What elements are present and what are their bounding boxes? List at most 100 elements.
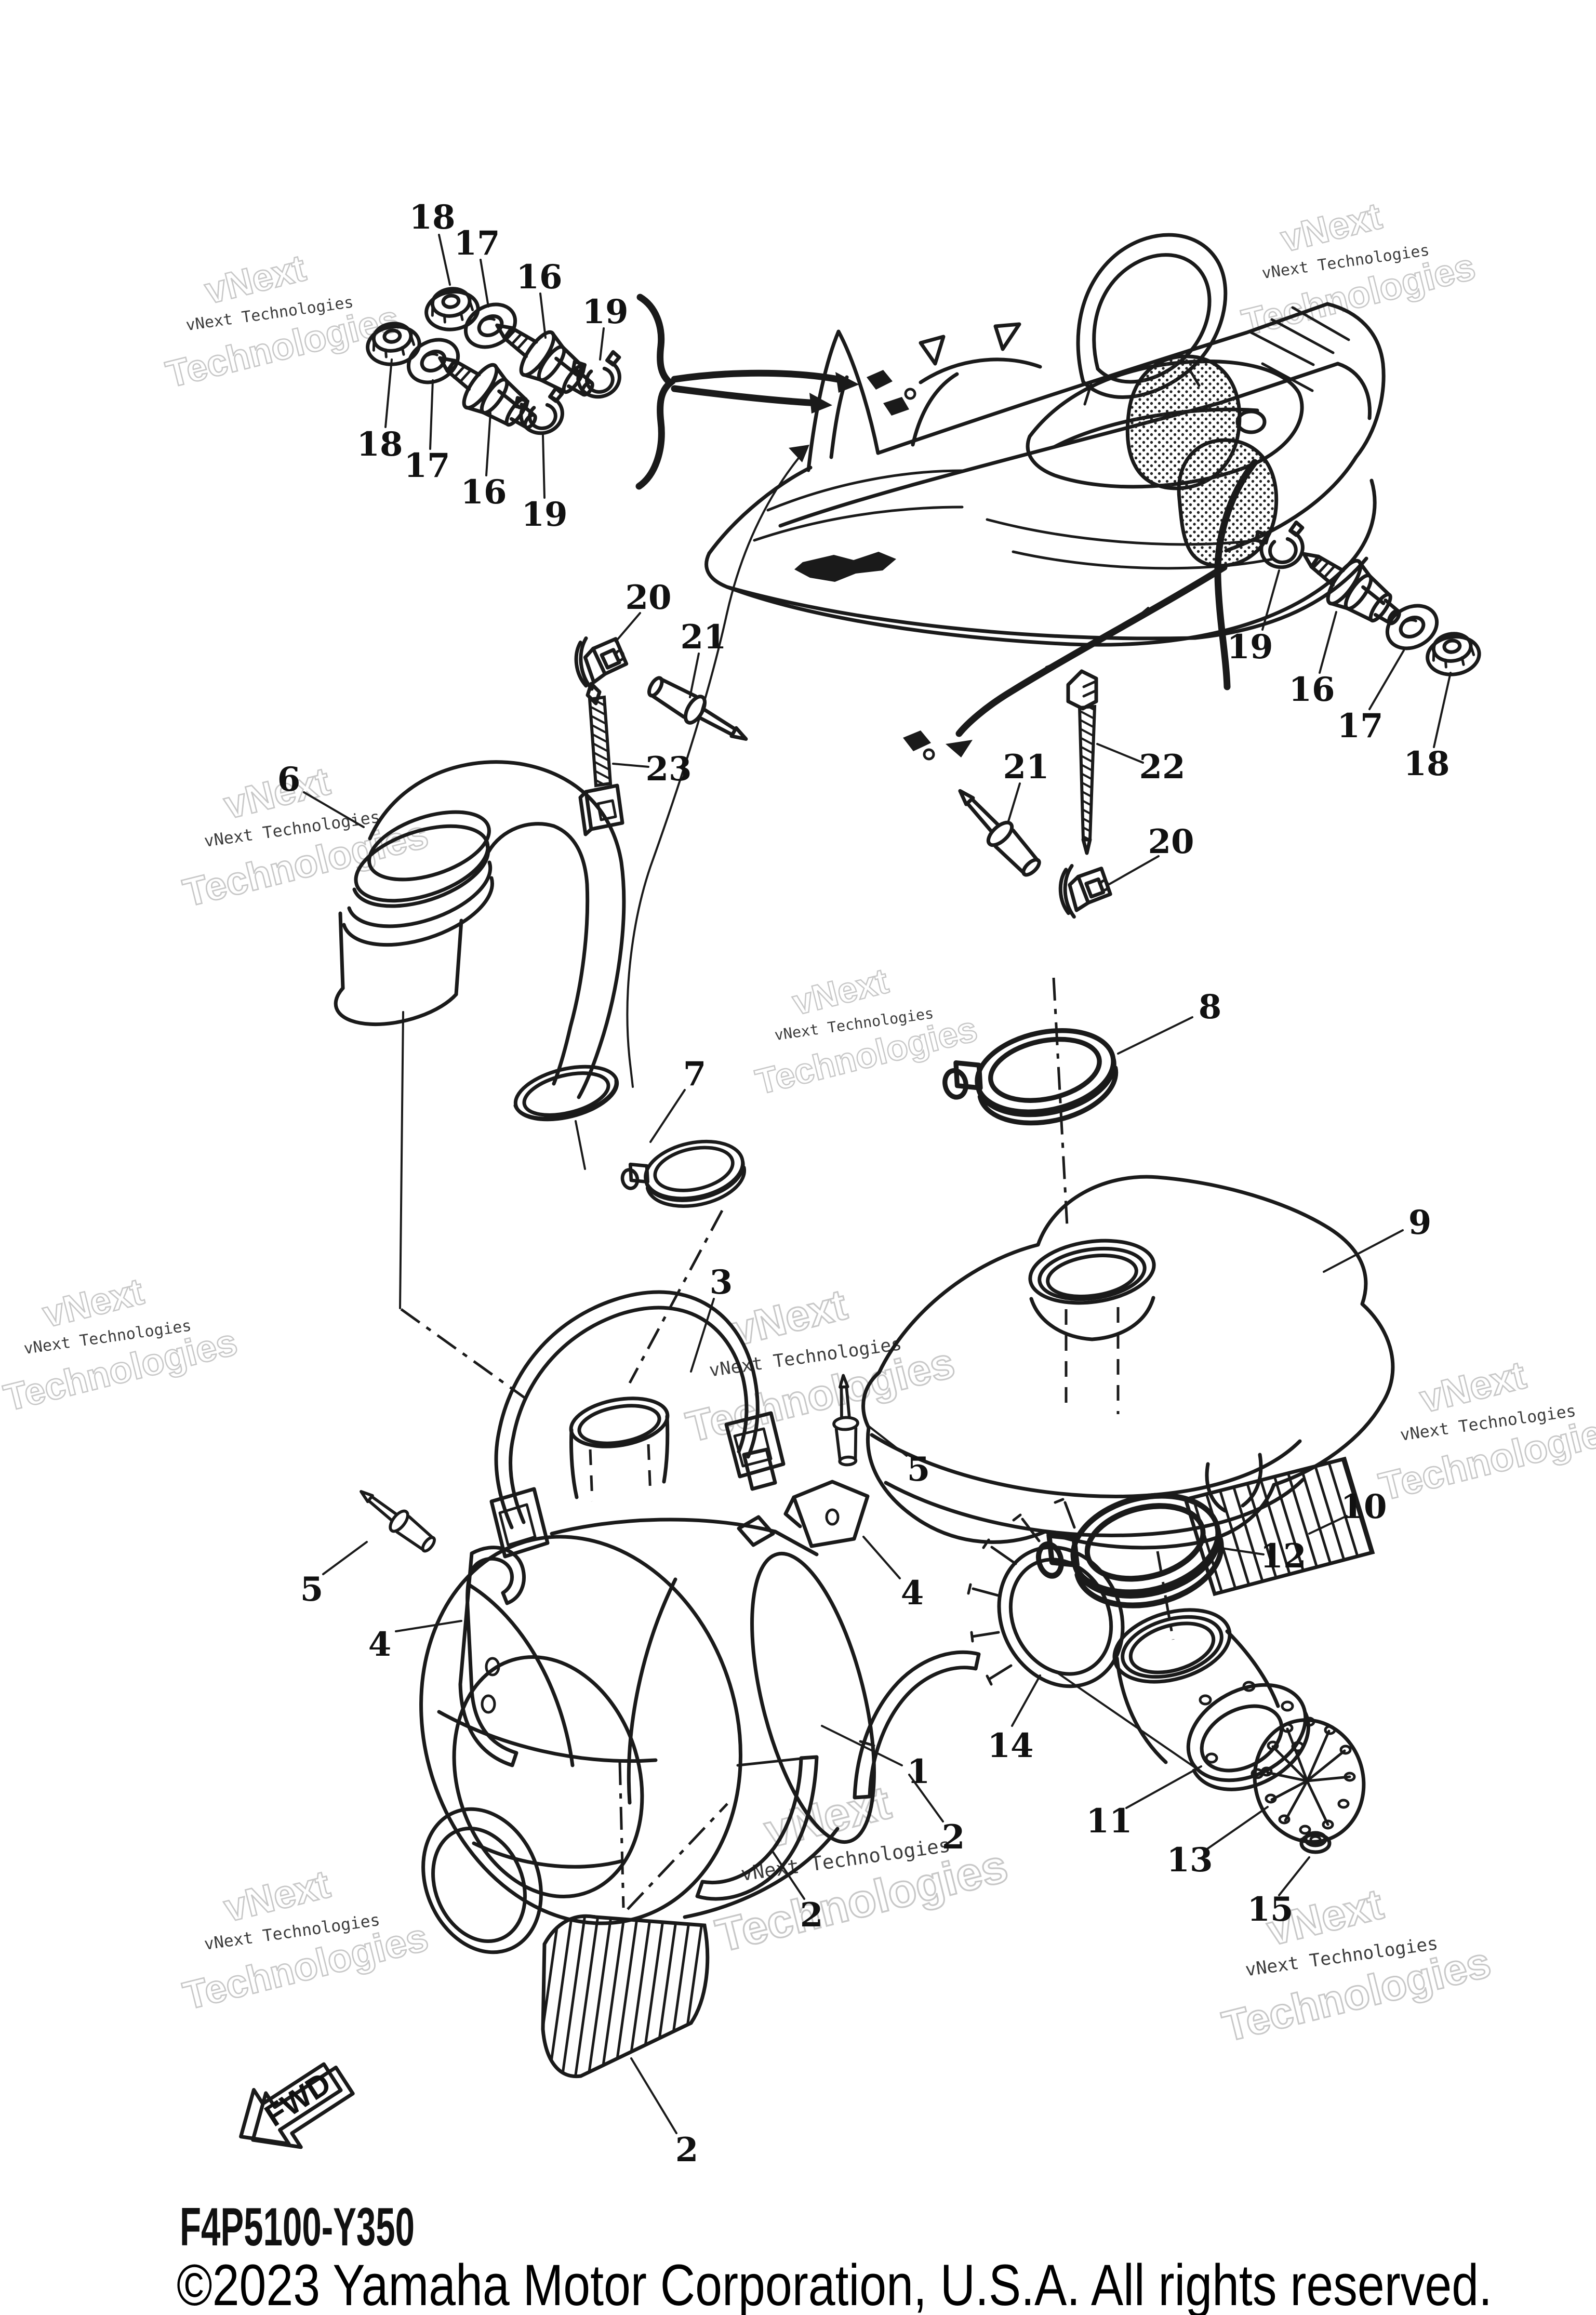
leader-brace-right: [946, 459, 1258, 757]
part-cabletie-23: [578, 682, 624, 836]
part-exhaust-pipe-6: [334, 760, 626, 1309]
part-clamp-20b: [1058, 862, 1112, 917]
callout-17: 17: [404, 446, 450, 485]
axis-line: [628, 1209, 724, 1384]
leader-line: [1125, 1765, 1202, 1809]
leader-line: [612, 763, 649, 768]
part-nut-18c: [1425, 630, 1482, 677]
leader-line: [866, 1423, 908, 1457]
callout-19: 19: [1227, 628, 1273, 667]
callout-3: 3: [710, 1263, 733, 1302]
part-nut-18a: [423, 285, 481, 332]
leader-line: [1117, 1016, 1193, 1055]
part-bolt-16c: [1289, 533, 1412, 640]
callout-4: 4: [368, 1625, 392, 1664]
callout-11: 11: [1086, 1802, 1132, 1841]
axis-line: [1052, 977, 1069, 1227]
callout-20: 20: [625, 578, 671, 617]
callout-19: 19: [582, 292, 628, 331]
callout-21: 21: [680, 618, 726, 657]
leader-line: [1308, 1515, 1348, 1535]
leader-line: [690, 1298, 715, 1373]
callout-10: 10: [1340, 1487, 1387, 1526]
leader-brace-left: [635, 294, 859, 490]
callout-17: 17: [1337, 707, 1383, 746]
axis-line: [400, 1308, 527, 1400]
leader-line: [649, 1089, 686, 1143]
callout-5: 5: [300, 1570, 324, 1609]
callout-4: 4: [901, 1574, 924, 1613]
leader-line: [1323, 1229, 1404, 1273]
callout-5: 5: [907, 1450, 930, 1489]
leader-line: [1011, 1674, 1041, 1727]
leader-line: [542, 434, 546, 499]
leader-line: [689, 653, 700, 698]
diagram-code: F4P5100-Y350: [180, 2197, 415, 2257]
leader-line: [438, 234, 451, 286]
part-deflector-2b: [853, 1650, 981, 1800]
leader-line: [1205, 1806, 1269, 1851]
part-rivet-21b: [949, 781, 1045, 881]
axis-line: [627, 1803, 728, 1910]
part-muffler-1: [419, 1396, 876, 1954]
leader-line: [1278, 1856, 1310, 1896]
leader-line: [821, 1725, 903, 1766]
leader-line: [1108, 855, 1160, 885]
axis-line: [1156, 1551, 1175, 1640]
callout-18: 18: [409, 198, 455, 237]
callout-12: 12: [1260, 1537, 1306, 1576]
callout-2: 2: [942, 1818, 965, 1857]
leader-line: [599, 327, 605, 361]
callout-18: 18: [356, 425, 403, 464]
part-cabletie-22: [1066, 669, 1098, 855]
callout-18: 18: [1403, 744, 1449, 783]
callout-16: 16: [516, 258, 562, 297]
leader-line: [480, 259, 489, 308]
part-bracket-4-left: [458, 1546, 526, 1767]
artwork-layer: FWD F4P5100-Y350: [180, 233, 1482, 2257]
part-rivet-5-left: [354, 1482, 439, 1556]
leader-line: [322, 1541, 368, 1575]
leader-line: [1261, 569, 1280, 631]
part-clamp-7: [575, 1120, 750, 1219]
leader-line: [771, 1850, 805, 1900]
leader-line: [630, 2057, 677, 2134]
routing-curve-right: [1045, 607, 1149, 668]
callout-13: 13: [1166, 1841, 1213, 1880]
callout-20: 20: [1148, 822, 1194, 861]
callout-22: 22: [1139, 748, 1185, 787]
leader-line: [395, 1620, 462, 1632]
part-mat-2: [541, 1914, 710, 2079]
leader-line: [1096, 743, 1144, 764]
leader-line: [1433, 672, 1452, 748]
leader-line: [485, 412, 491, 476]
part-deflector-2a: [695, 1755, 819, 1901]
leader-line: [1214, 1546, 1265, 1555]
callout-6: 6: [277, 760, 301, 799]
leader-line: [1368, 649, 1405, 710]
part-elbow-11: [1112, 1608, 1310, 1791]
callout-21: 21: [1003, 748, 1049, 787]
callout-2: 2: [800, 1896, 823, 1935]
axis-line: [618, 1762, 625, 1908]
copyright-line: ©2023 Yamaha Motor Corporation, U.S.A. A…: [177, 2253, 1492, 2315]
callout-16: 16: [460, 473, 507, 512]
part-clamp-20a: [573, 632, 630, 691]
callout-17: 17: [454, 224, 500, 263]
callout-8: 8: [1199, 988, 1222, 1027]
leader-line: [908, 1774, 944, 1822]
callout-16: 16: [1288, 670, 1335, 709]
leader-line: [539, 292, 547, 339]
callout-9: 9: [1408, 1203, 1432, 1242]
part-nut-15: [1299, 1831, 1332, 1854]
callout-19: 19: [521, 495, 567, 534]
callout-14: 14: [987, 1726, 1033, 1765]
